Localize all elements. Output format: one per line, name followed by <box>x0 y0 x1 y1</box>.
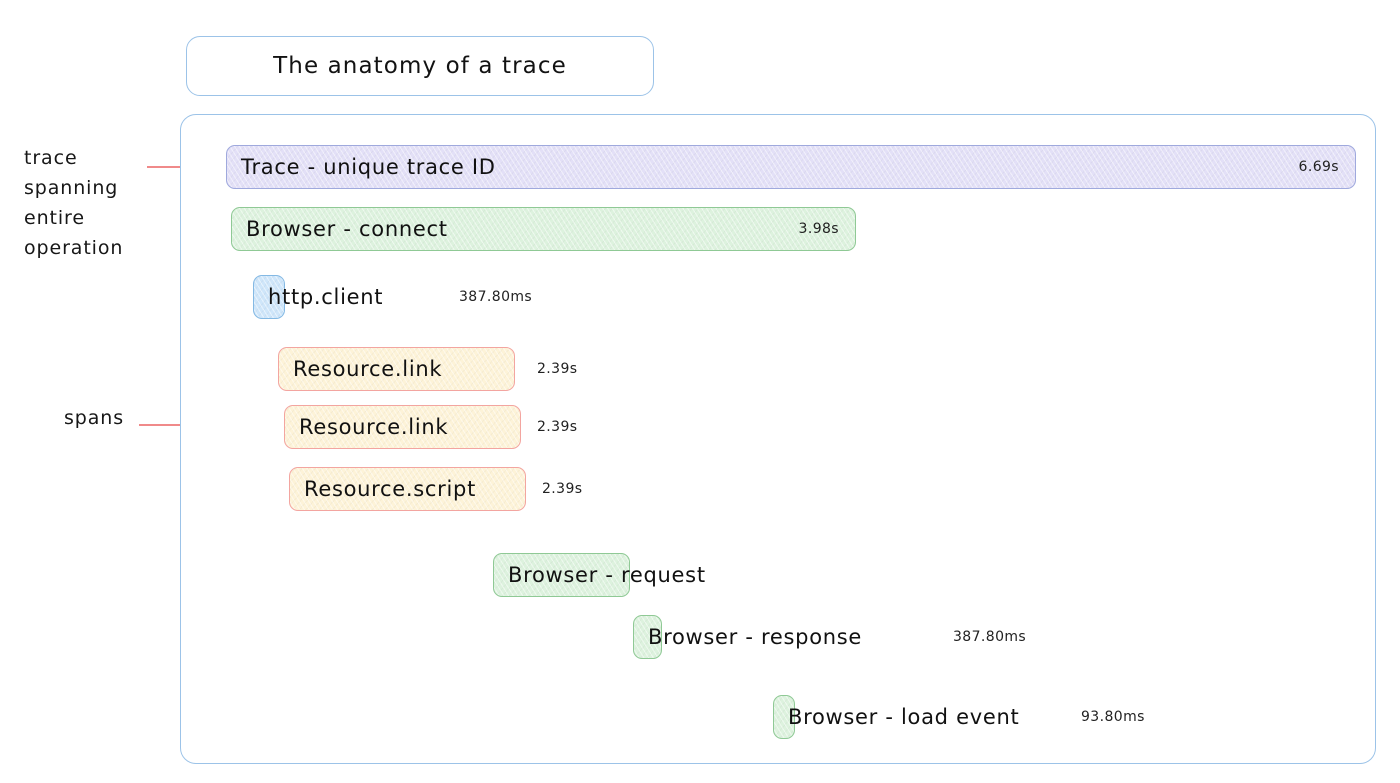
span-bar-browser-connect[interactable]: Browser - connect 3.98s <box>231 207 856 251</box>
span-row-resource-link-1: Resource.link 2.39s <box>181 347 1375 391</box>
span-bar-trace[interactable]: Trace - unique trace ID 6.69s <box>226 145 1356 189</box>
span-row-browser-connect: Browser - connect 3.98s <box>181 207 1375 251</box>
span-duration-browser-connect: 3.98s <box>798 221 839 237</box>
span-row-resource-script: Resource.script 2.39s <box>181 467 1375 511</box>
span-duration-http-client: 387.80ms <box>459 289 533 305</box>
span-label-browser-load-event: Browser - load event <box>788 705 1020 729</box>
span-bar-resource-script[interactable]: Resource.script <box>289 467 526 511</box>
span-label-browser-request: Browser - request <box>508 563 706 587</box>
span-bar-http-client[interactable]: http.client <box>253 275 382 319</box>
annotation-trace-label: trace spanning entire operation <box>24 147 124 259</box>
span-duration-trace: 6.69s <box>1298 159 1339 175</box>
span-label-browser-response: Browser - response <box>648 625 863 649</box>
span-bar-browser-load-event[interactable]: Browser - load event <box>773 695 1019 739</box>
span-label-resource-link-1: Resource.link <box>293 357 443 381</box>
span-duration-resource-link-1: 2.39s <box>537 361 578 377</box>
span-duration-resource-link-2: 2.39s <box>537 419 578 435</box>
span-label-resource-script: Resource.script <box>304 477 476 501</box>
title-box: The anatomy of a trace <box>186 36 654 96</box>
annotation-spans-leader-horizontal <box>139 424 213 426</box>
span-bar-browser-response[interactable]: Browser - response <box>633 615 861 659</box>
span-bar-resource-link-2[interactable]: Resource.link <box>284 405 521 449</box>
annotation-spans-label: spans <box>64 407 125 429</box>
span-bar-resource-link-1[interactable]: Resource.link <box>278 347 515 391</box>
span-row-resource-link-2: Resource.link 2.39s <box>181 405 1375 449</box>
span-row-browser-load-event: Browser - load event 93.80ms <box>181 695 1375 739</box>
page-title: The anatomy of a trace <box>273 53 567 79</box>
span-label-trace: Trace - unique trace ID <box>241 155 496 179</box>
span-row-browser-request: Browser - request <box>181 553 1375 597</box>
span-label-browser-connect: Browser - connect <box>246 217 448 241</box>
span-duration-browser-load-event: 93.80ms <box>1081 709 1145 725</box>
span-row-browser-response: Browser - response 387.80ms <box>181 615 1375 659</box>
span-row-trace: Trace - unique trace ID 6.69s <box>181 145 1375 189</box>
span-bar-browser-request[interactable]: Browser - request <box>493 553 705 597</box>
span-duration-resource-script: 2.39s <box>542 481 583 497</box>
span-row-http-client: http.client 387.80ms <box>181 275 1375 319</box>
span-label-resource-link-2: Resource.link <box>299 415 449 439</box>
span-duration-browser-response: 387.80ms <box>953 629 1027 645</box>
span-label-http-client: http.client <box>268 285 384 309</box>
